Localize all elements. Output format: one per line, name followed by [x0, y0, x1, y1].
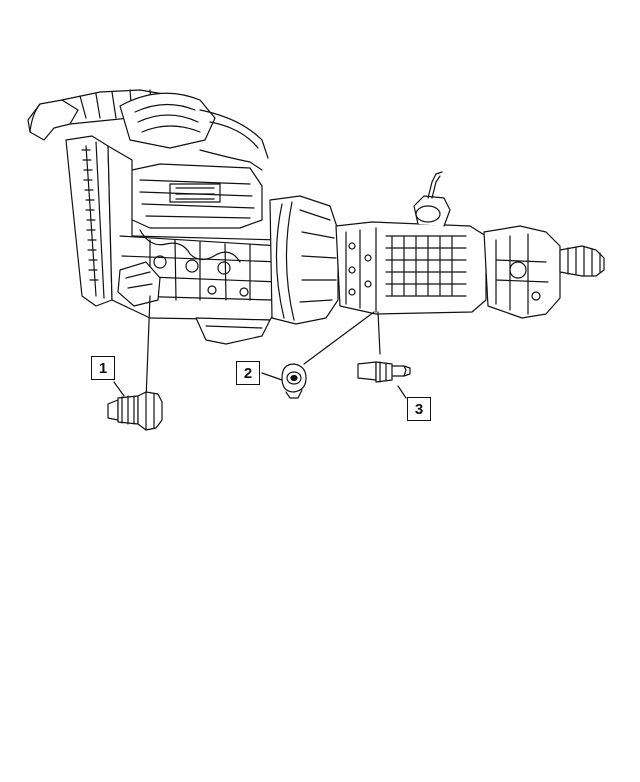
- callout-2: 2: [236, 361, 260, 385]
- leader-line-1a: [113, 381, 125, 397]
- callout-1: 1: [91, 356, 115, 380]
- sensor-3: [357, 361, 411, 383]
- leader-line-3b: [397, 385, 407, 399]
- leader-line-2b: [261, 372, 283, 381]
- callout-2-label: 2: [243, 364, 253, 382]
- engine-assembly: [27, 89, 283, 345]
- bellhousing: [269, 195, 339, 325]
- leader-line-2: [303, 311, 375, 365]
- transmission-case: [335, 171, 487, 315]
- sensor-1: [107, 391, 163, 431]
- leader-lines: [113, 295, 407, 401]
- leader-line-1b: [145, 295, 151, 401]
- leader-line-3a: [377, 311, 381, 355]
- sensor-2: [281, 363, 307, 399]
- callout-1-label: 1: [98, 359, 108, 377]
- callout-3: 3: [407, 397, 431, 421]
- tailshaft-housing: [483, 225, 605, 319]
- callout-3-label: 3: [414, 400, 424, 418]
